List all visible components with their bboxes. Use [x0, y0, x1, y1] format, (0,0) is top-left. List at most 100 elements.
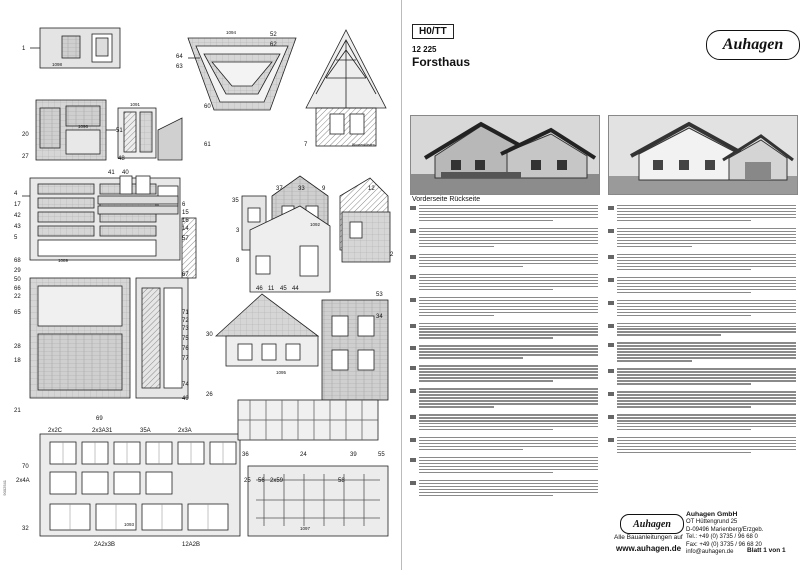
svg-text:27: 27 [22, 154, 29, 160]
language-flag-icon [608, 392, 614, 397]
svg-text:41: 41 [108, 170, 115, 176]
svg-text:68: 68 [14, 258, 21, 264]
svg-text:16: 16 [182, 218, 189, 224]
text-paragraph [410, 388, 598, 409]
text-line [419, 403, 598, 405]
svg-text:32: 32 [22, 526, 29, 532]
text-line [617, 377, 796, 379]
sprue-1096 [35, 99, 116, 161]
text-line [617, 262, 796, 265]
svg-text:28: 28 [14, 344, 21, 350]
photo-back-house [609, 116, 797, 194]
language-flag-icon [410, 228, 416, 233]
address-line: Fax: +49 (0) 3735 / 96 68 20 [686, 541, 762, 548]
svg-text:48: 48 [118, 156, 125, 162]
text-line [617, 210, 796, 213]
text-line [419, 417, 598, 419]
text-line [419, 285, 598, 288]
svg-text:2x3A31: 2x3A31 [92, 428, 113, 434]
svg-text:1092: 1092 [310, 222, 321, 227]
text-paragraph [410, 414, 598, 432]
text-line [617, 230, 796, 233]
svg-text:37: 37 [276, 186, 283, 192]
text-line [419, 456, 598, 459]
sprue-1097 [247, 465, 389, 537]
scale-badge: H0/TT [412, 24, 454, 39]
language-flag-icon [410, 297, 416, 302]
svg-text:24: 24 [300, 452, 307, 458]
wall-53 [321, 299, 389, 401]
text-line [419, 207, 598, 210]
svg-text:52: 52 [270, 32, 277, 38]
text-line [419, 253, 598, 256]
part-number-labels: 1 20 27 4 17 42 43 5 68 29 50 66 22 65 2… [14, 30, 394, 548]
svg-text:56: 56 [258, 478, 265, 484]
svg-text:65: 65 [14, 310, 21, 316]
svg-text:51: 51 [116, 128, 123, 134]
text-line [419, 302, 598, 304]
text-line [419, 406, 495, 408]
page-fold [401, 0, 402, 570]
text-line [617, 291, 752, 294]
svg-text:1094: 1094 [226, 30, 237, 35]
svg-text:46: 46 [256, 286, 263, 292]
text-line [419, 491, 598, 494]
text-line [419, 394, 598, 396]
text-line [419, 448, 523, 451]
text-line [419, 397, 598, 399]
text-line [617, 213, 796, 216]
sprue-1093 [39, 433, 241, 537]
svg-text:1098: 1098 [52, 62, 63, 67]
svg-text:72: 72 [182, 318, 189, 324]
text-line [419, 282, 598, 285]
svg-text:1095: 1095 [276, 370, 287, 375]
svg-text:29: 29 [14, 268, 21, 274]
website-link[interactable]: www.auhagen.de [616, 544, 682, 553]
text-line [419, 239, 598, 242]
text-paragraph [608, 437, 796, 455]
language-flag-icon [410, 438, 416, 443]
svg-text:44: 44 [292, 286, 299, 292]
text-line [419, 296, 598, 299]
language-flag-icon [608, 323, 614, 328]
text-line [617, 406, 752, 408]
text-line [617, 205, 796, 207]
svg-text:61: 61 [204, 142, 211, 148]
sprue-1089 [22, 177, 181, 261]
sprue-drawing: 1 20 27 4 17 42 43 5 68 29 50 66 22 65 2… [14, 27, 394, 548]
text-line [419, 380, 554, 382]
brand-logo: Auhagen [706, 30, 800, 60]
svg-text:62: 62 [270, 42, 277, 48]
text-line [617, 451, 752, 454]
svg-text:4: 4 [14, 191, 18, 197]
text-line [419, 462, 598, 465]
language-flag-icon [410, 206, 416, 210]
svg-text:3: 3 [236, 228, 240, 234]
text-line [419, 219, 554, 222]
text-line [617, 233, 796, 236]
text-line [617, 256, 796, 259]
text-paragraph [608, 299, 796, 318]
svg-text:17: 17 [14, 202, 21, 208]
svg-text:71: 71 [182, 310, 189, 316]
text-line [419, 488, 598, 491]
product-title: Forsthaus [412, 55, 471, 69]
svg-text:22: 22 [14, 294, 21, 300]
photo-front-house [411, 116, 599, 194]
parts-diagram: 1 20 27 4 17 42 43 5 68 29 50 66 22 65 2… [0, 0, 400, 570]
language-flag-icon [608, 369, 614, 374]
svg-text:35: 35 [232, 198, 239, 204]
svg-text:1093: 1093 [124, 522, 135, 527]
text-paragraph [410, 456, 598, 475]
svg-text:14: 14 [182, 226, 189, 232]
language-flag-icon [608, 415, 614, 420]
language-flag-icon [410, 480, 416, 485]
svg-text:63: 63 [176, 64, 183, 70]
svg-text:67: 67 [182, 272, 189, 278]
text-line [419, 273, 598, 276]
svg-text:49: 49 [182, 396, 189, 402]
text-line [419, 426, 598, 428]
svg-text:35A: 35A [140, 428, 151, 434]
language-flag-icon [608, 254, 614, 259]
